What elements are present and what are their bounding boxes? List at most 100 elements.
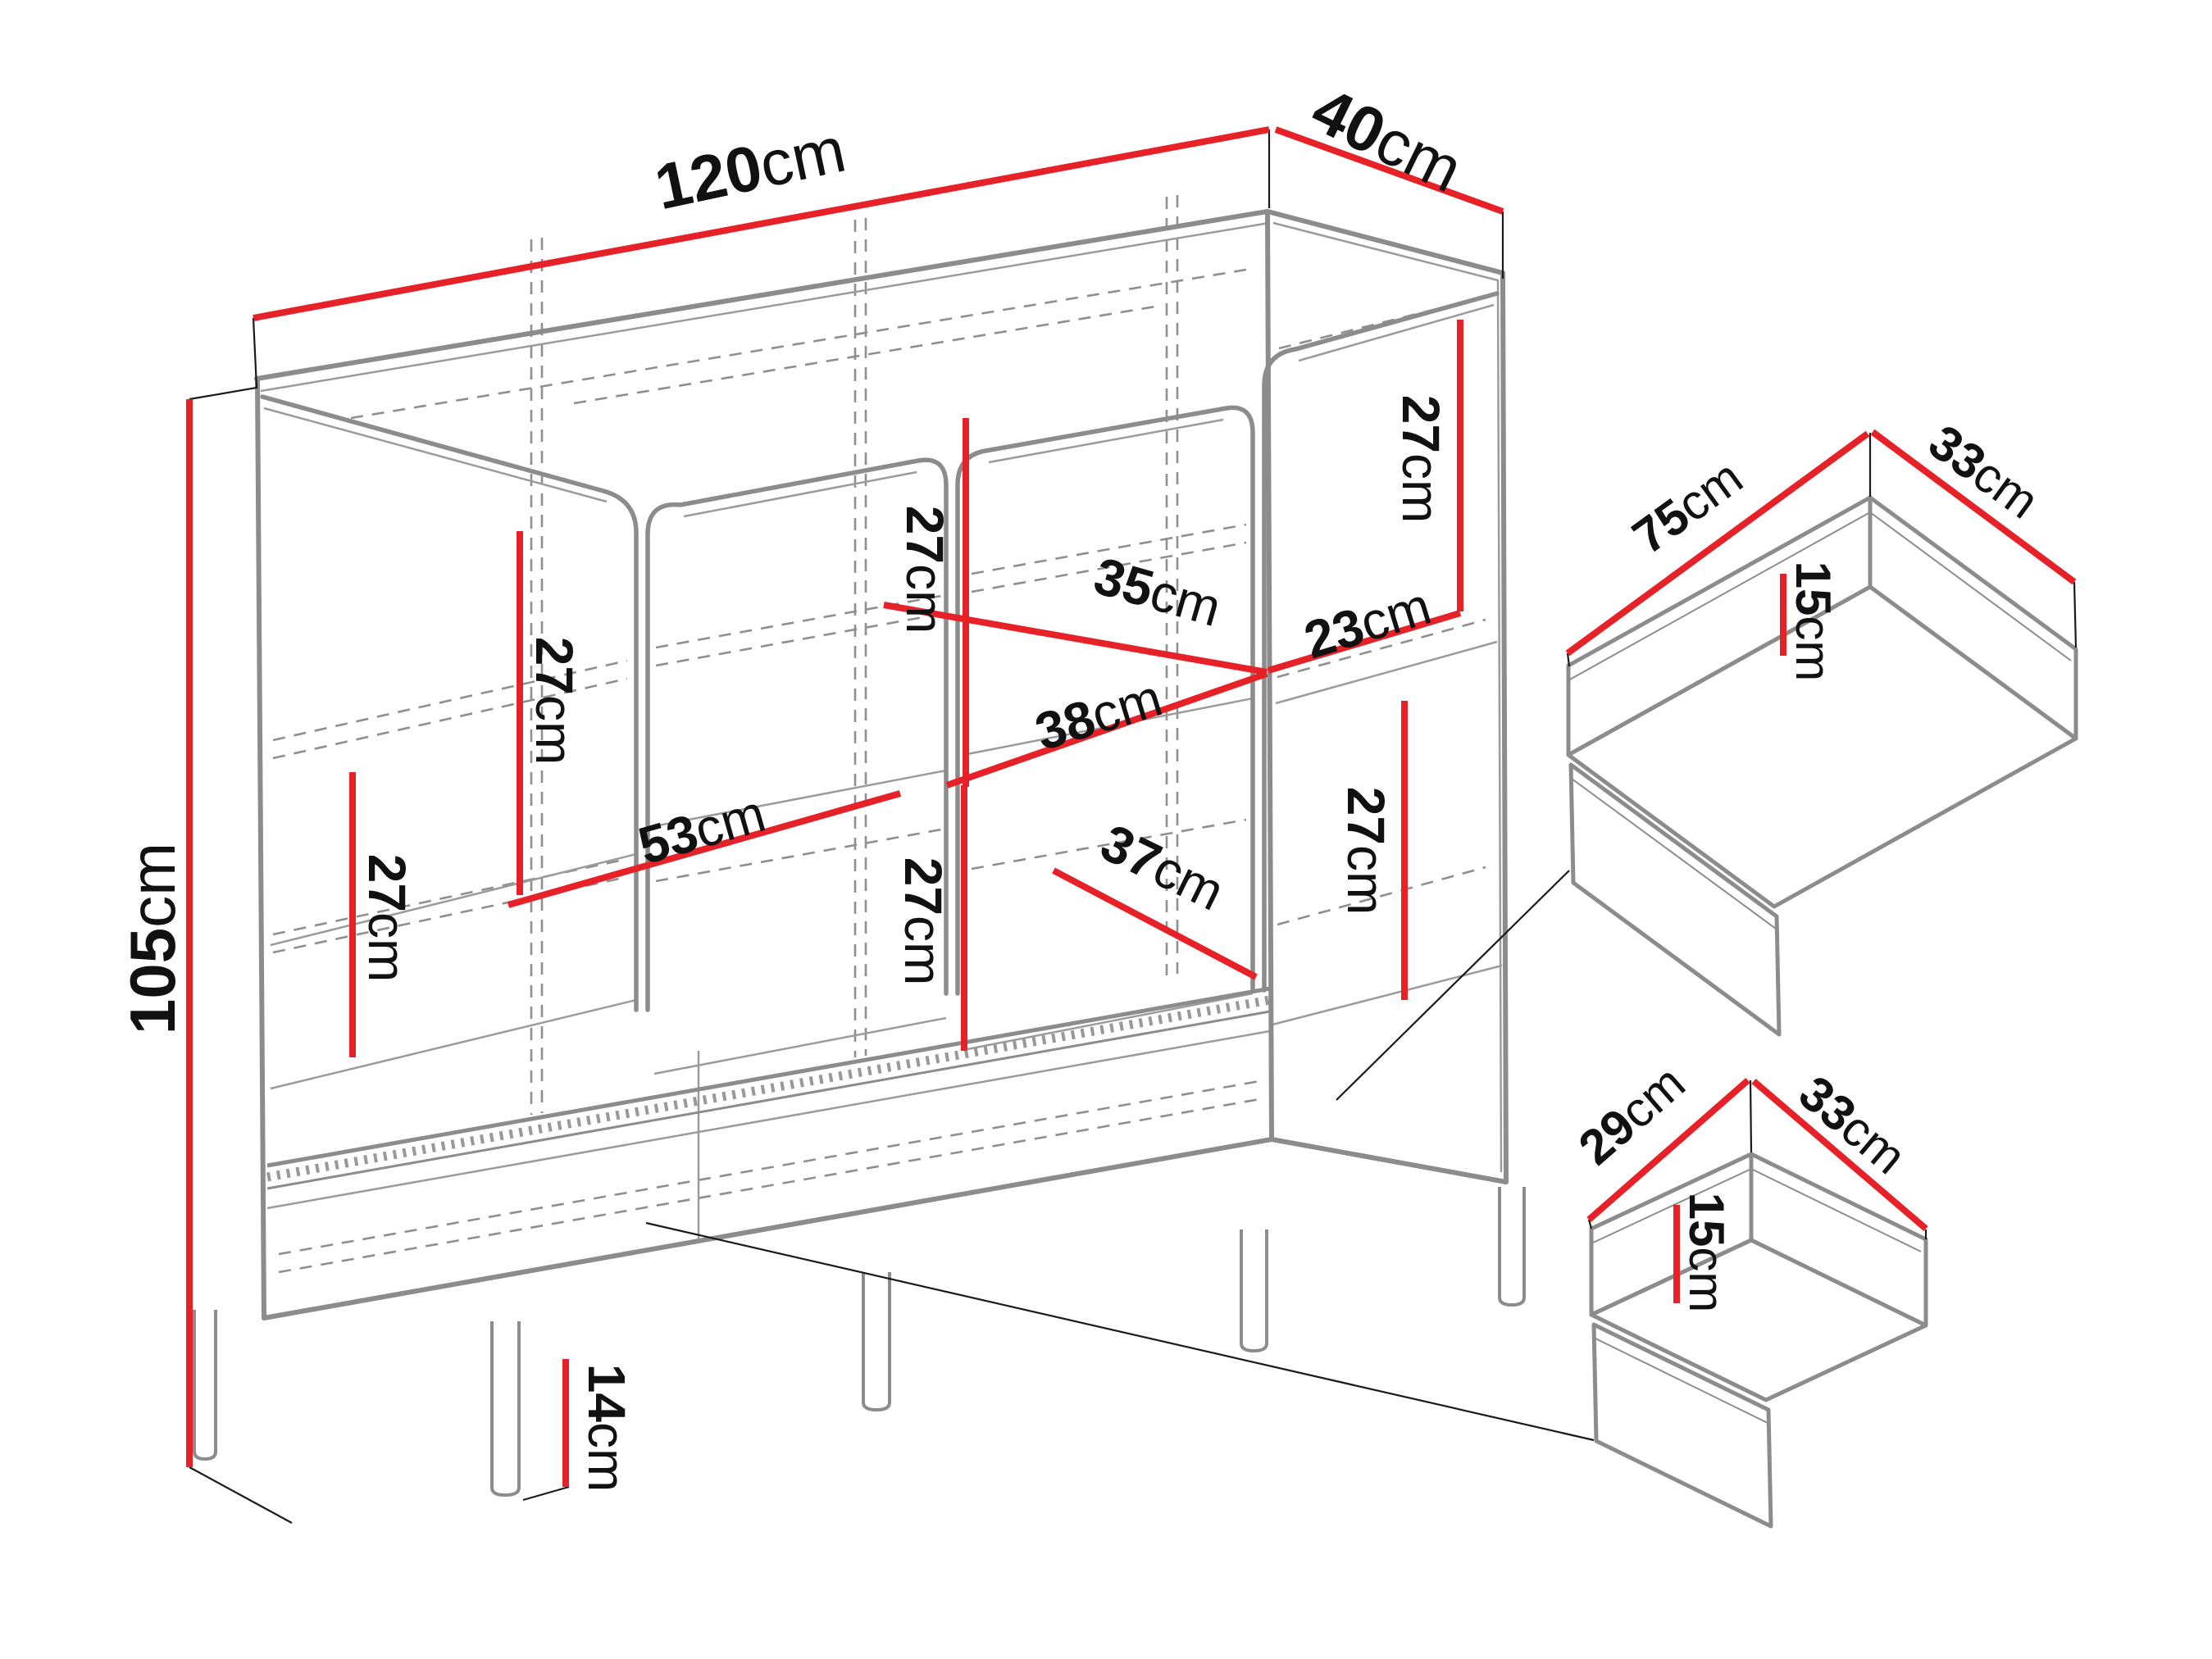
interior-thin-edges bbox=[260, 221, 1503, 1239]
shelf-front-left-upper bbox=[270, 852, 637, 947]
dim-label-cabinet-height: 105cm bbox=[116, 843, 189, 1034]
dashed-divider-back-1 bbox=[530, 238, 544, 1115]
divider-3-and-right-top bbox=[1262, 291, 1500, 993]
dim-label-lower-right-height: 27cm bbox=[1336, 787, 1395, 916]
dim-label-leg-height: 14cm bbox=[577, 1364, 636, 1493]
dim-line-35 bbox=[883, 602, 1268, 675]
dimension-lines bbox=[186, 126, 2077, 1487]
leg-center-right bbox=[1240, 1229, 1268, 1353]
cabinet-outline bbox=[254, 209, 1509, 1320]
dim-line-drawer-small-29 bbox=[1586, 1077, 1750, 1223]
dashed-top-back-edge bbox=[350, 268, 1247, 420]
leg-back-left bbox=[193, 1310, 217, 1461]
shelf-front-right-lower bbox=[1272, 964, 1503, 1026]
connector-width-left bbox=[189, 317, 258, 401]
dim-line-drawer-large-33 bbox=[1870, 429, 2077, 585]
cabinet-right-front-edge bbox=[1265, 209, 1274, 1142]
mid-band-lower-edge bbox=[266, 1029, 1271, 1210]
shelf-front-right-upper bbox=[1275, 640, 1498, 705]
dim-label-cabinet-width: 120cm bbox=[649, 113, 851, 224]
right-panel-inner-edge bbox=[1272, 221, 1503, 1173]
shelf-front-midright-lower bbox=[967, 992, 1254, 1051]
cabinet-legs bbox=[193, 1187, 1526, 1498]
dashed-shelf-left-lower bbox=[272, 857, 628, 954]
dashed-shelf-midright-lower bbox=[971, 818, 1247, 870]
opening-thickness-midleft bbox=[683, 470, 917, 518]
dim-label-middle-front-width: 38cm bbox=[1029, 668, 1169, 762]
drawer-large-thin-edges bbox=[1568, 511, 2072, 929]
dim-label-upper-left-height: 27cm bbox=[525, 637, 584, 766]
top-band-front-edge bbox=[260, 221, 1270, 393]
dim-label-lower-middle-height: 27cm bbox=[894, 857, 953, 986]
right-panel-bottom-edge bbox=[1269, 1137, 1509, 1184]
drawer-large-bottom bbox=[1566, 584, 2078, 909]
dim-label-drawer-small-width: 29cm bbox=[1568, 1055, 1695, 1175]
leg-front-left bbox=[490, 1321, 521, 1498]
dim-label-upper-middle-height: 27cm bbox=[895, 506, 954, 634]
pointer-to-large-drawer bbox=[1336, 870, 1570, 1101]
dashed-shelf-midright-upper bbox=[971, 523, 1247, 593]
drawer-small-front-panel bbox=[1591, 1322, 1773, 1529]
mid-band-rail-hatching bbox=[266, 995, 1271, 1182]
divider-2-and-midright-top bbox=[955, 405, 1255, 996]
dashed-bottom-back-edge bbox=[278, 1079, 1265, 1274]
connector-drawer-large-right bbox=[2073, 581, 2078, 648]
dim-label-drawer-large-height: 15cm bbox=[1786, 561, 1841, 682]
dim-label-left-shelf-width: 53cm bbox=[632, 784, 771, 875]
dim-line-drawer-small-33 bbox=[1751, 1078, 1928, 1232]
dim-label-middle-back-width: 35cm bbox=[1088, 546, 1227, 638]
cabinet-back-top-edge bbox=[254, 209, 1270, 381]
dim-label-upper-right-height: 27cm bbox=[1391, 395, 1450, 524]
leg-center bbox=[862, 1272, 891, 1412]
dim-label-lower-left-height: 27cm bbox=[357, 854, 416, 983]
dashed-shelf-left-upper bbox=[272, 659, 628, 760]
dim-line-37 bbox=[1052, 867, 1258, 980]
cabinet-left-edge bbox=[255, 376, 266, 1320]
dim-line-38 bbox=[945, 670, 1268, 789]
pointer-lines bbox=[189, 130, 2078, 1524]
divider-1-and-midleft-top bbox=[645, 457, 949, 1012]
hidden-dashed-edges bbox=[272, 195, 1486, 1274]
connector-drawer-large-left bbox=[1566, 652, 1571, 667]
dashed-shelf-right-lower bbox=[1277, 866, 1486, 926]
mid-band bbox=[266, 986, 1271, 1190]
drawer-small-thin-edges bbox=[1591, 1168, 1922, 1424]
shelf-front-left-lower bbox=[270, 998, 637, 1090]
dim-line-drawer-large-75 bbox=[1565, 430, 1870, 657]
mid-band-bottom bbox=[266, 1010, 1271, 1190]
leg-front-right bbox=[1498, 1187, 1526, 1307]
dashed-shelf-midleft-lower bbox=[655, 828, 942, 883]
drawer-large-front-panel bbox=[1568, 762, 1782, 1037]
interior-openings bbox=[260, 291, 1500, 1012]
cabinet-bottom-edge bbox=[262, 1137, 1274, 1320]
connector-drawer-small-apex bbox=[1749, 1079, 1753, 1153]
mid-band-top bbox=[266, 986, 1271, 1168]
dim-line-53 bbox=[507, 790, 902, 908]
right-panel-outer-edge bbox=[1500, 270, 1509, 1184]
dim-line-width-120 bbox=[253, 126, 1270, 321]
dashed-top-middle-edge bbox=[573, 304, 1161, 405]
dim-label-upper-right-width: 23cm bbox=[1298, 576, 1438, 670]
shelf-front-midleft-upper bbox=[653, 769, 947, 828]
dashed-shelf-right-upper bbox=[1277, 618, 1486, 679]
opening-left bbox=[260, 394, 639, 1012]
opening-thickness-left bbox=[263, 407, 608, 503]
dashed-divider-back-2 bbox=[853, 218, 867, 1057]
right-panel-top-edge bbox=[1265, 209, 1505, 275]
connector-leg-height bbox=[522, 1485, 570, 1502]
dim-label-drawer-large-width: 75cm bbox=[1623, 449, 1752, 564]
drawer-large bbox=[1566, 495, 2078, 1037]
drawer-small bbox=[1589, 1152, 1928, 1529]
connector-drawer-small-left bbox=[1587, 1219, 1593, 1229]
pointer-to-small-drawer bbox=[645, 1221, 1595, 1442]
opening-thickness-right bbox=[1298, 303, 1495, 362]
connector-height-bottom bbox=[189, 1466, 293, 1524]
dashed-divider-back-3 bbox=[1165, 195, 1179, 975]
dim-line-23 bbox=[1267, 610, 1462, 674]
dim-label-cabinet-depth: 40cm bbox=[1301, 73, 1473, 207]
dim-line-depth-40 bbox=[1274, 126, 1504, 215]
dim-label-drawer-small-height: 15cm bbox=[1680, 1193, 1735, 1313]
shelf-front-midleft-lower bbox=[653, 1016, 947, 1075]
